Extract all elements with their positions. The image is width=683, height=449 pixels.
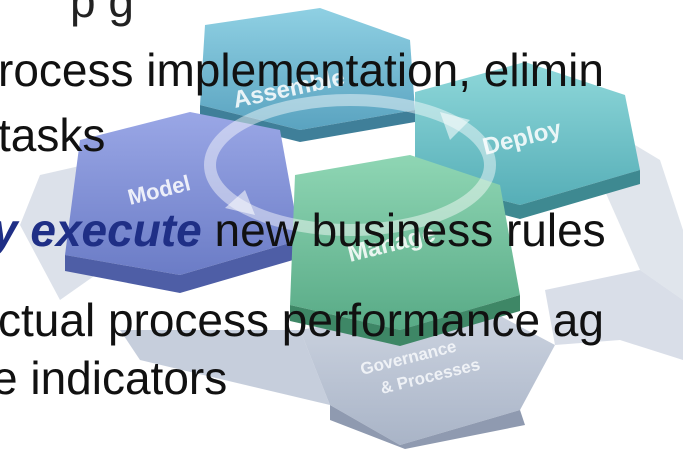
bullet-line-3: y execute new business rules <box>0 207 606 253</box>
bullet-line-4: ctual process performance ag <box>0 294 604 346</box>
model-hexagon: Model <box>65 112 300 293</box>
bullet-line-5: e indicators <box>0 352 228 404</box>
bullet-line-3-text: new business rules <box>214 204 606 256</box>
text-fragment-top: p g <box>70 0 134 27</box>
bullet-line-1: rocess implementation, elimin <box>0 44 604 96</box>
assemble-hexagon: Assemble <box>200 8 415 142</box>
bullet-line-2: tasks <box>0 109 106 161</box>
manage-hexagon: Manage <box>290 155 520 346</box>
emphasis-text: y execute <box>0 204 202 256</box>
cycle-arrow-icon <box>204 94 496 236</box>
